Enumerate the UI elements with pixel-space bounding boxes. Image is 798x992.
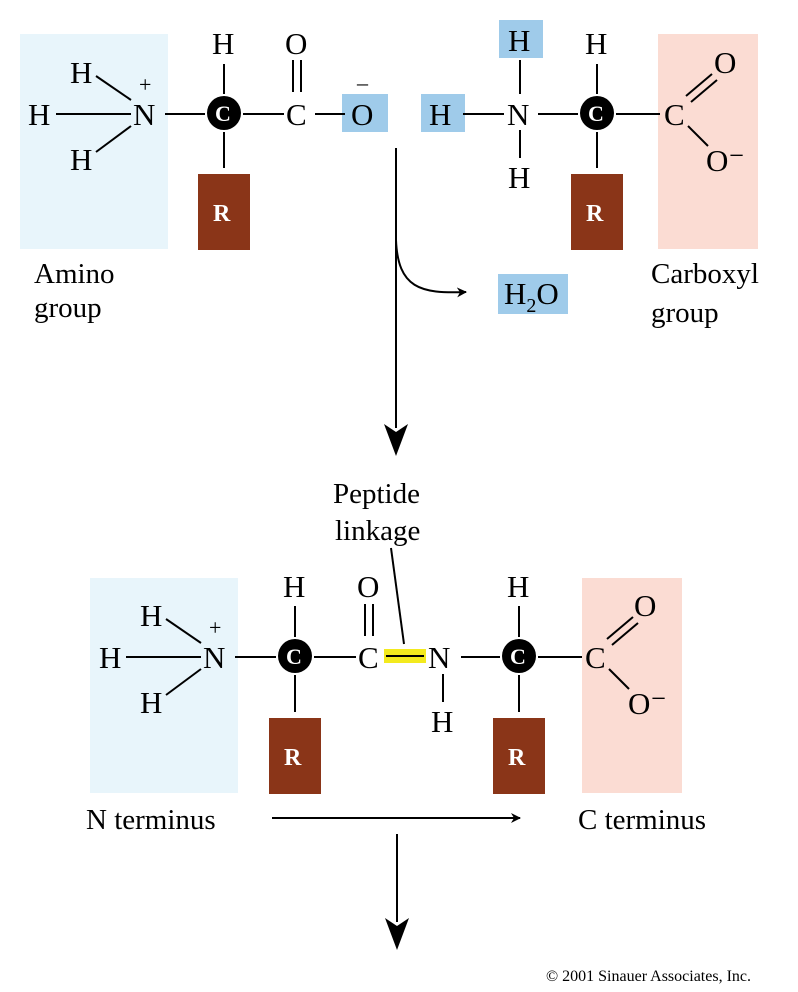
amino-group-label-line2: group <box>34 292 102 324</box>
atom-o: O <box>634 588 656 623</box>
atom-o-removed: O <box>351 97 373 132</box>
continuation-arrow-head <box>385 918 409 950</box>
atom-h: H <box>507 569 529 604</box>
atom-h: H <box>99 640 121 675</box>
amino-group-region <box>20 34 168 249</box>
atom-o: O <box>285 26 307 61</box>
atom-c: C <box>664 97 685 132</box>
atom-h: H <box>431 704 453 739</box>
water-release-arrow <box>395 239 467 298</box>
atom-h: H <box>212 26 234 61</box>
positive-charge: + <box>209 615 221 640</box>
atom-c: C <box>286 97 307 132</box>
n-terminus-label: N terminus <box>86 804 216 836</box>
alpha-carbon-label: C <box>215 101 231 126</box>
negative-charge: – <box>356 70 369 95</box>
r-group <box>269 718 321 794</box>
n-terminus-region <box>90 578 238 793</box>
atom-n: N <box>203 640 225 675</box>
removed-hydrogen-box-left <box>421 94 465 132</box>
carboxyl-group-label-line2: group <box>651 297 719 329</box>
atom-h: H <box>140 685 162 720</box>
r-group <box>493 718 545 794</box>
amino-acid-1: H H H N + C H R C O O – <box>28 26 373 250</box>
atom-o-minus: O⁻ <box>706 143 745 178</box>
atom-h: H <box>508 160 530 195</box>
alpha-carbon-label: C <box>510 644 526 669</box>
c-terminus-region <box>582 578 682 793</box>
atom-h-removed: H <box>508 23 530 58</box>
peptide-linkage-pointer <box>390 547 405 645</box>
carboxyl-group-region <box>658 34 758 249</box>
atom-h: H <box>70 55 92 90</box>
atom-o: O <box>714 45 736 80</box>
removed-hydrogen-box-top <box>499 20 543 58</box>
atom-o: O <box>357 569 379 604</box>
peptide-linkage-label: Peptide <box>333 478 420 510</box>
atom-h: H <box>140 598 162 633</box>
alpha-carbon-label: C <box>588 101 604 126</box>
c-terminus-label: C terminus <box>578 804 706 836</box>
r-group-label: R <box>284 745 302 771</box>
r-group-label: R <box>213 201 231 227</box>
reaction-arrow-head <box>384 424 408 456</box>
positive-charge: + <box>139 72 151 97</box>
atom-h: H <box>585 26 607 61</box>
atom-h-removed: H <box>429 97 451 132</box>
peptide-linkage-label-line2: linkage <box>335 515 420 547</box>
removed-oxygen-box <box>342 94 388 132</box>
carboxyl-group-label: Carboxyl <box>651 258 759 290</box>
amino-acid-2: H H N H C H R C O O⁻ <box>429 23 745 250</box>
atom-n: N <box>133 97 155 132</box>
water-box <box>498 274 568 314</box>
r-group-label: R <box>508 745 526 771</box>
atom-o-minus: O⁻ <box>628 686 667 721</box>
atom-c: C <box>358 640 379 675</box>
alpha-carbon <box>502 639 536 673</box>
r-group <box>571 174 623 250</box>
atom-h: H <box>70 142 92 177</box>
alpha-carbon <box>278 639 312 673</box>
atom-n: N <box>428 640 450 675</box>
r-group-label: R <box>586 201 604 227</box>
dipeptide: H H H N + C H R C O N H C H R C <box>99 569 667 794</box>
water-label: H2O <box>504 276 559 317</box>
atom-h: H <box>28 97 50 132</box>
alpha-carbon <box>580 96 614 130</box>
atom-c: C <box>585 640 606 675</box>
amino-group-label: Amino <box>34 258 115 290</box>
r-group <box>198 174 250 250</box>
copyright-notice: © 2001 Sinauer Associates, Inc. <box>546 968 751 985</box>
alpha-carbon <box>207 96 241 130</box>
atom-h: H <box>283 569 305 604</box>
alpha-carbon-label: C <box>286 644 302 669</box>
atom-n: N <box>507 97 529 132</box>
